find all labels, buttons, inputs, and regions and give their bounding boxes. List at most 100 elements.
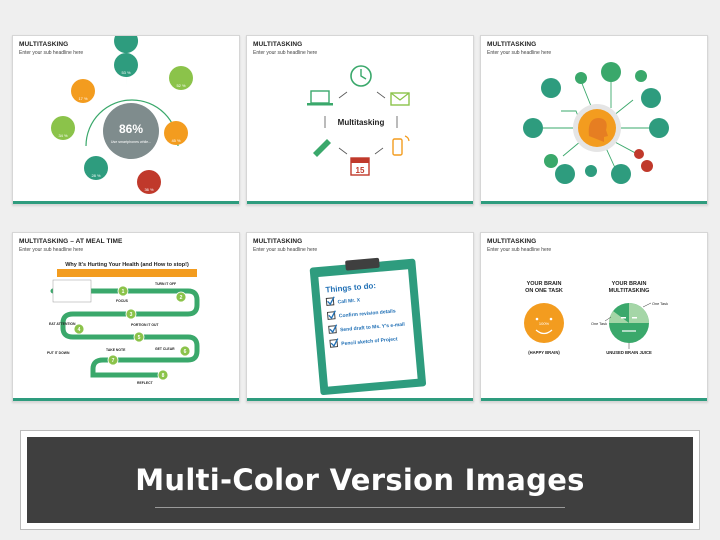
- right-caption: UNUSED BRAIN JUICE: [606, 350, 652, 355]
- pie-icon: [585, 165, 597, 177]
- clock-icon: [350, 65, 372, 87]
- slide-title: MULTITASKING: [487, 238, 537, 245]
- pin-listen-music-icon: [114, 36, 139, 86]
- list-title: Things to do:: [325, 281, 376, 294]
- center-value: 86%: [119, 122, 143, 136]
- head-network-diagram: [523, 62, 669, 184]
- tools-icon: [641, 160, 653, 172]
- pin-news-icon: [137, 170, 161, 194]
- meal-time-roadmap: Why It's Hurting Your Health (and How to…: [47, 262, 200, 385]
- pin-value-2: 52 %: [176, 83, 186, 88]
- pin-value-5: 28 %: [91, 173, 101, 178]
- slide-subtitle: Enter your sub headline here: [19, 247, 84, 253]
- svg-text:PORTION IT OUT: PORTION IT OUT: [131, 323, 159, 327]
- svg-text:15: 15: [356, 166, 365, 175]
- slide-subtitle: Enter your sub headline here: [487, 247, 552, 253]
- svg-text:ON ONE TASK: ON ONE TASK: [525, 288, 563, 294]
- slide-thumbnail-4[interactable]: MULTITASKING – AT MEAL TIME Enter your s…: [12, 232, 240, 402]
- orange-strip: [57, 269, 197, 277]
- slide-thumbnail-3[interactable]: MULTITASKING Enter your sub headline her…: [480, 35, 708, 205]
- svg-text:FOCUS: FOCUS: [116, 299, 129, 303]
- slide-subtitle: Enter your sub headline here: [487, 50, 552, 56]
- svg-text:GET CLEAR: GET CLEAR: [155, 347, 175, 351]
- pin-value-6: 34 %: [58, 133, 68, 138]
- slide-thumbnail-6[interactable]: MULTITASKING Enter your sub headline her…: [480, 232, 708, 402]
- svg-text:REFLECT: REFLECT: [137, 381, 154, 385]
- pin-value-3: 45 %: [171, 138, 181, 143]
- pin-internet-icon: [164, 121, 188, 145]
- icon-cycle-diagram: Multitasking 15: [307, 65, 410, 176]
- svg-text:TURN IT OFF: TURN IT OFF: [155, 282, 176, 286]
- left-caption: (HAPPY BRAIN): [528, 350, 560, 355]
- svg-text:6: 6: [184, 349, 187, 355]
- todo-item-4: Pencil sketch of Project: [341, 336, 398, 347]
- slide-thumbnail-5[interactable]: MULTITASKING Enter your sub headline her…: [246, 232, 474, 402]
- head-silhouette-icon: [588, 118, 608, 142]
- svg-text:5: 5: [138, 335, 141, 341]
- laptop-icon: [307, 90, 333, 106]
- svg-text:2: 2: [180, 295, 183, 301]
- todo-item-3: Send draft to Ms. Y's e-mail: [340, 322, 406, 334]
- pin-book-icon: [71, 79, 95, 103]
- svg-text:YOUR BRAIN: YOUR BRAIN: [527, 281, 562, 287]
- phone-signal-icon: [392, 135, 410, 156]
- calendar-icon: 15: [350, 157, 370, 176]
- svg-text:3: 3: [130, 312, 133, 318]
- banner-divider: [155, 507, 565, 508]
- slide-thumbnail-1[interactable]: MULTITASKING Enter your sub headline her…: [12, 35, 240, 205]
- clipboard-checklist: Things to do: Call Mr. X Confirm revisio…: [309, 257, 427, 396]
- pin-value-7: 17 %: [78, 96, 88, 101]
- clipboard-clip-icon: [345, 257, 380, 271]
- slide-accent-bar: [13, 398, 239, 401]
- pin-value-4: 36 %: [144, 187, 154, 192]
- svg-text:1: 1: [122, 289, 125, 295]
- slide-accent-bar: [13, 201, 239, 204]
- slide-subtitle: Enter your sub headline here: [19, 50, 84, 56]
- todo-item-2: Confirm revision details: [339, 308, 396, 319]
- envelope-icon: [390, 92, 410, 106]
- svg-text:4: 4: [78, 327, 81, 333]
- banner-panel: Multi-Color Version Images: [27, 437, 693, 523]
- slide-title: MULTITASKING: [253, 238, 303, 245]
- pin-watch-tv-icon: [169, 66, 193, 90]
- svg-text:One Task: One Task: [591, 322, 607, 326]
- todo-item-1: Call Mr. X: [337, 297, 361, 305]
- slide-title: MULTITASKING: [19, 41, 69, 48]
- touch-icon: [641, 88, 661, 108]
- svg-text:7: 7: [112, 358, 115, 364]
- slide-subtitle: Enter your sub headline here: [253, 247, 318, 253]
- map-pin-icon: [611, 164, 631, 184]
- happy-brain-icon: [524, 303, 564, 343]
- pin-games-icon: [84, 156, 108, 180]
- left-inner-label: 100%: [539, 321, 550, 326]
- center-label: Multitasking: [338, 118, 385, 127]
- slide-subtitle: Enter your sub headline here: [253, 50, 318, 56]
- pen-icon: [313, 139, 331, 157]
- svg-text:PUT IT DOWN: PUT IT DOWN: [47, 351, 70, 355]
- slide-title: MULTITASKING: [253, 41, 303, 48]
- people-icon: [601, 62, 621, 82]
- pin-value-1: 53 %: [121, 70, 131, 75]
- globe-icon: [541, 78, 561, 98]
- pin-movies-icon: [51, 116, 75, 140]
- slide-accent-bar: [247, 398, 473, 401]
- svg-text:One Task: One Task: [652, 302, 668, 306]
- mail-icon: [635, 70, 647, 82]
- megaphone-icon: [555, 164, 575, 184]
- slide-accent-bar: [247, 201, 473, 204]
- svg-text:EAT ATTENTION: EAT ATTENTION: [49, 322, 76, 326]
- alert-icon: [634, 149, 644, 159]
- svg-text:TAKE NOTE: TAKE NOTE: [106, 348, 126, 352]
- slide-thumbnail-2[interactable]: MULTITASKING Enter your sub headline her…: [246, 35, 474, 205]
- cloud-icon: [575, 72, 587, 84]
- brain-comparison: YOUR BRAIN ON ONE TASK YOUR BRAIN MULTIT…: [524, 281, 668, 355]
- pin-infographic: 53 % 52 % 45 % 36 % 28 % 34 % 17 % 86% U…: [51, 36, 193, 194]
- banner-title: Multi-Color Version Images: [135, 463, 585, 497]
- svg-text:MULTITASKING: MULTITASKING: [609, 288, 650, 294]
- slide-title: MULTITASKING – AT MEAL TIME: [19, 238, 123, 245]
- roadmap-heading: Why It's Hurting Your Health (and How to…: [65, 262, 189, 268]
- slide-title: MULTITASKING: [487, 41, 537, 48]
- chart-icon: [544, 154, 558, 168]
- handshake-icon: [649, 118, 669, 138]
- slide-accent-bar: [481, 398, 707, 401]
